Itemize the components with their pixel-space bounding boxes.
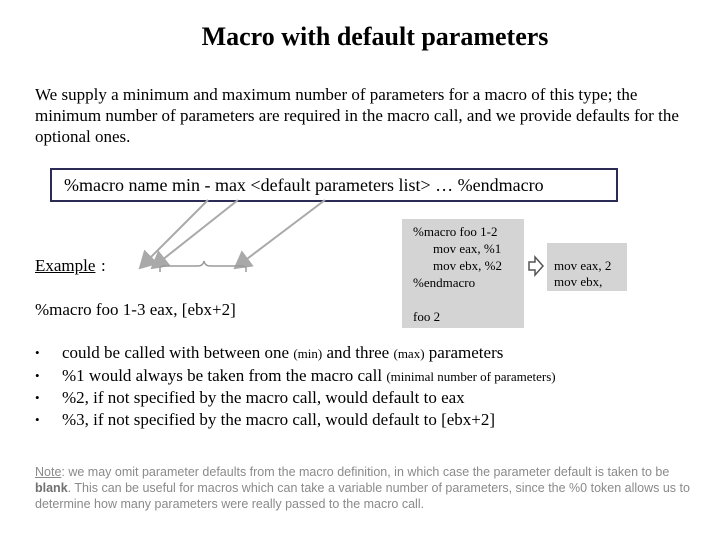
example-code: %macro foo 1-3 eax, [ebx+2]	[35, 300, 236, 319]
arrow-max	[150, 199, 239, 270]
code-line: %endmacro	[413, 275, 476, 290]
bullet-text: %3, if not specified by the macro call, …	[62, 409, 496, 429]
expansion-line: mov ebx,	[554, 274, 603, 289]
intro-paragraph: We supply a minimum and maximum number o…	[35, 85, 679, 146]
note-paragraph: Note: we may omit parameter defaults fro…	[35, 465, 690, 511]
bullet-text: could be called with between one (min) a…	[62, 343, 504, 362]
bullet-list: • could be called with between one (min)…	[35, 342, 556, 430]
page-title: Macro with default parameters	[201, 22, 549, 51]
bullet-icon: •	[35, 345, 40, 360]
bullet-icon: •	[35, 411, 40, 427]
code-line: mov eax, %1	[433, 241, 502, 256]
note-label: Note	[35, 465, 62, 479]
defaults-brace	[159, 260, 247, 272]
expand-arrow-icon	[528, 255, 545, 277]
macro-call-line: foo 2	[413, 309, 441, 324]
list-item: • %1 would always be taken from the macr…	[35, 365, 556, 388]
arrow-defaults	[233, 199, 326, 270]
bullet-icon: •	[35, 367, 40, 383]
example-label: Example	[35, 256, 96, 275]
arrow-min	[138, 199, 209, 270]
list-item: • %2, if not specified by the macro call…	[35, 387, 556, 409]
macro-code-box: %macro foo 1-2 mov eax, %1 mov ebx, %2 %…	[402, 219, 524, 328]
expansion-box: mov eax, 2 mov ebx,	[547, 243, 627, 291]
bullet-text: %1 would always be taken from the macro …	[62, 365, 556, 385]
expansion-line: mov eax, 2	[554, 258, 612, 273]
list-item: • could be called with between one (min)…	[35, 342, 556, 365]
bullet-icon: •	[35, 390, 40, 405]
example-colon: :	[101, 256, 106, 275]
code-line: %macro foo 1-2	[413, 224, 498, 239]
syntax-box: %macro name min - max <default parameter…	[50, 168, 618, 202]
list-item: • %3, if not specified by the macro call…	[35, 409, 556, 431]
code-line: mov ebx, %2	[433, 258, 502, 273]
note-blank: blank	[35, 481, 68, 495]
bullet-text: %2, if not specified by the macro call, …	[62, 388, 465, 407]
